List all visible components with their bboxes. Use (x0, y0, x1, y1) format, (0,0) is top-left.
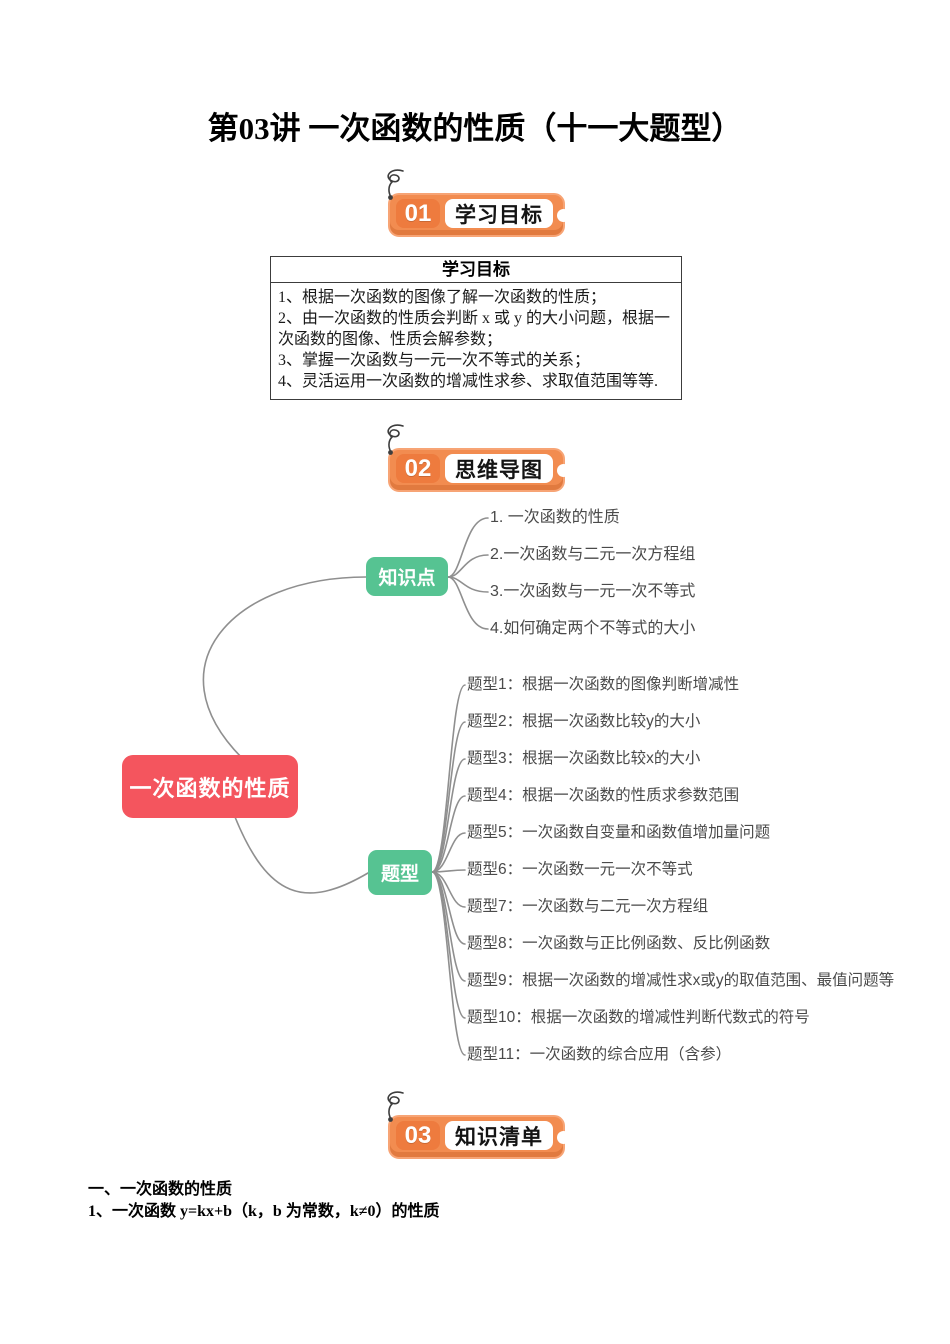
mindmap-connector-lines (202, 517, 489, 1056)
objectives-header: 学习目标 (271, 257, 681, 283)
objective-item: 4、灵活运用一次函数的增减性求参、求取值范围等等. (278, 373, 659, 390)
topic-item: 题型11：一次函数的综合应用（含参） (467, 1046, 732, 1063)
badge-notch (557, 1131, 570, 1144)
knowledge-list-heading: 一、一次函数的性质 (88, 1181, 233, 1198)
knowledge-list-subheading: 1、一次函数 y=kx+b（k，b 为常数，k≠0）的性质 (88, 1203, 440, 1220)
topic-item: 题型8：一次函数与正比例函数、反比例函数 (467, 935, 771, 952)
objective-item: 3、掌握一次函数与一元一次不等式的关系； (278, 352, 591, 369)
topic-item: 题型10：根据一次函数的增减性判断代数式的符号 (467, 1009, 810, 1026)
topic-item: 题型5：一次函数自变量和函数值增加量问题 (467, 824, 771, 841)
topic-item: 题型7：一次函数与二元一次方程组 (467, 898, 709, 915)
pin-doodle-icon (387, 424, 404, 455)
topic-item: 题型2：根据一次函数比较y的大小 (467, 713, 701, 730)
objective-item: 1、根据一次函数的图像了解一次函数的性质； (278, 289, 607, 306)
knowledge-item: 1. 一次函数的性质 (490, 509, 620, 526)
section-number: 03 (396, 1121, 440, 1150)
section-badge-02: 02 思维导图 (387, 424, 570, 492)
mindmap-root-node: 一次函数的性质 (122, 755, 298, 818)
badge-notch (557, 464, 570, 477)
objectives-body: 1、根据一次函数的图像了解一次函数的性质； 2、由一次函数的性质会判断 x 或 … (271, 283, 681, 399)
section-label: 思维导图 (445, 454, 553, 483)
page-title: 第03讲 一次函数的性质（十一大题型） (207, 111, 743, 146)
badge-notch (557, 209, 570, 222)
topic-item: 题型1：根据一次函数的图像判断增减性 (467, 676, 740, 693)
section-badge-01: 01 学习目标 (387, 169, 570, 237)
topic-item: 题型3：根据一次函数比较x的大小 (467, 750, 701, 767)
knowledge-item: 4.如何确定两个不等式的大小 (490, 620, 696, 637)
knowledge-item: 3.一次函数与一元一次不等式 (490, 583, 696, 600)
pin-doodle-icon (387, 1091, 404, 1122)
mindmap-branch-knowledge: 知识点 (366, 557, 448, 596)
topic-item: 题型9：根据一次函数的增减性求x或y的取值范围、最值问题等 (467, 972, 895, 989)
section-number: 01 (396, 199, 440, 228)
topic-item: 题型4：根据一次函数的性质求参数范围 (467, 787, 740, 804)
section-label: 知识清单 (445, 1121, 553, 1150)
section-badge-03: 03 知识清单 (387, 1091, 570, 1159)
knowledge-item: 2.一次函数与二元一次方程组 (490, 546, 696, 563)
section-label: 学习目标 (445, 199, 553, 228)
objective-item: 2、由一次函数的性质会判断 x 或 y 的大小问题，根据一次函数的图像、性质会解… (278, 310, 671, 348)
objectives-box: 学习目标 1、根据一次函数的图像了解一次函数的性质； 2、由一次函数的性质会判断… (270, 256, 682, 400)
mindmap-branch-topics: 题型 (368, 850, 432, 895)
section-number: 02 (396, 454, 440, 483)
topic-item: 题型6：一次函数一元一次不等式 (467, 861, 693, 878)
pin-doodle-icon (387, 169, 404, 200)
